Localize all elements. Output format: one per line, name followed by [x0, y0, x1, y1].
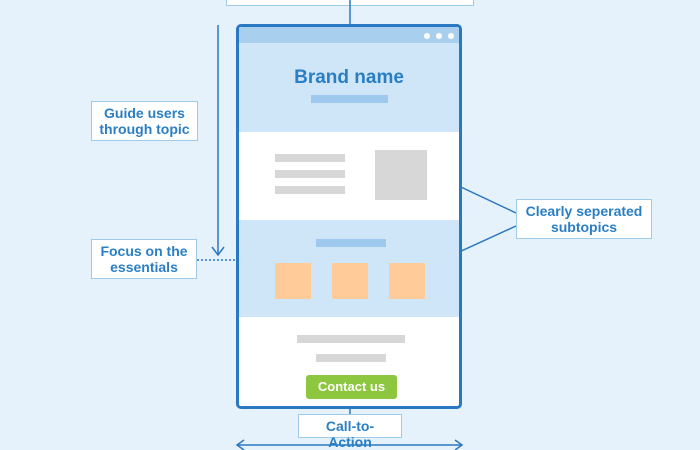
callout-text: essentials — [110, 259, 178, 275]
callout-separated-subtopics: Clearly seperated subtopics — [516, 199, 652, 239]
callout-focus-essentials: Focus on the essentials — [91, 239, 197, 279]
brand-name: Brand name — [294, 67, 404, 88]
subtopic-box — [332, 263, 368, 299]
flow-arrow-head — [211, 246, 225, 257]
tagline-placeholder — [311, 95, 388, 103]
text-placeholder — [275, 154, 345, 162]
browser-titlebar — [239, 27, 459, 43]
callout-text: through topic — [99, 121, 190, 137]
callout-text: Clearly seperated — [525, 203, 643, 219]
callout-call-to-action: Call-to-Action — [298, 414, 402, 450]
window-dot-icon — [424, 33, 430, 39]
subtopics-heading-placeholder — [316, 239, 386, 247]
text-placeholder — [275, 186, 345, 194]
contact-us-button[interactable]: Contact us — [306, 375, 397, 399]
window-dot-icon — [436, 33, 442, 39]
window-dot-icon — [448, 33, 454, 39]
subtopic-box — [275, 263, 311, 299]
footer-text-placeholder — [316, 354, 386, 362]
website-mockup: Brand name Contact us — [236, 24, 462, 409]
image-placeholder — [375, 150, 427, 200]
callout-text: subtopics — [550, 219, 618, 235]
width-arrow-head-left — [235, 439, 245, 450]
callout-text: Focus on the — [100, 243, 188, 259]
subtopic-box — [389, 263, 425, 299]
callout-guide-users: Guide users through topic — [91, 101, 198, 141]
header-section — [239, 43, 459, 132]
text-placeholder — [275, 170, 345, 178]
footer-text-placeholder — [297, 335, 405, 343]
callout-text: Guide users — [104, 105, 185, 121]
width-arrow-head-right — [454, 439, 464, 450]
